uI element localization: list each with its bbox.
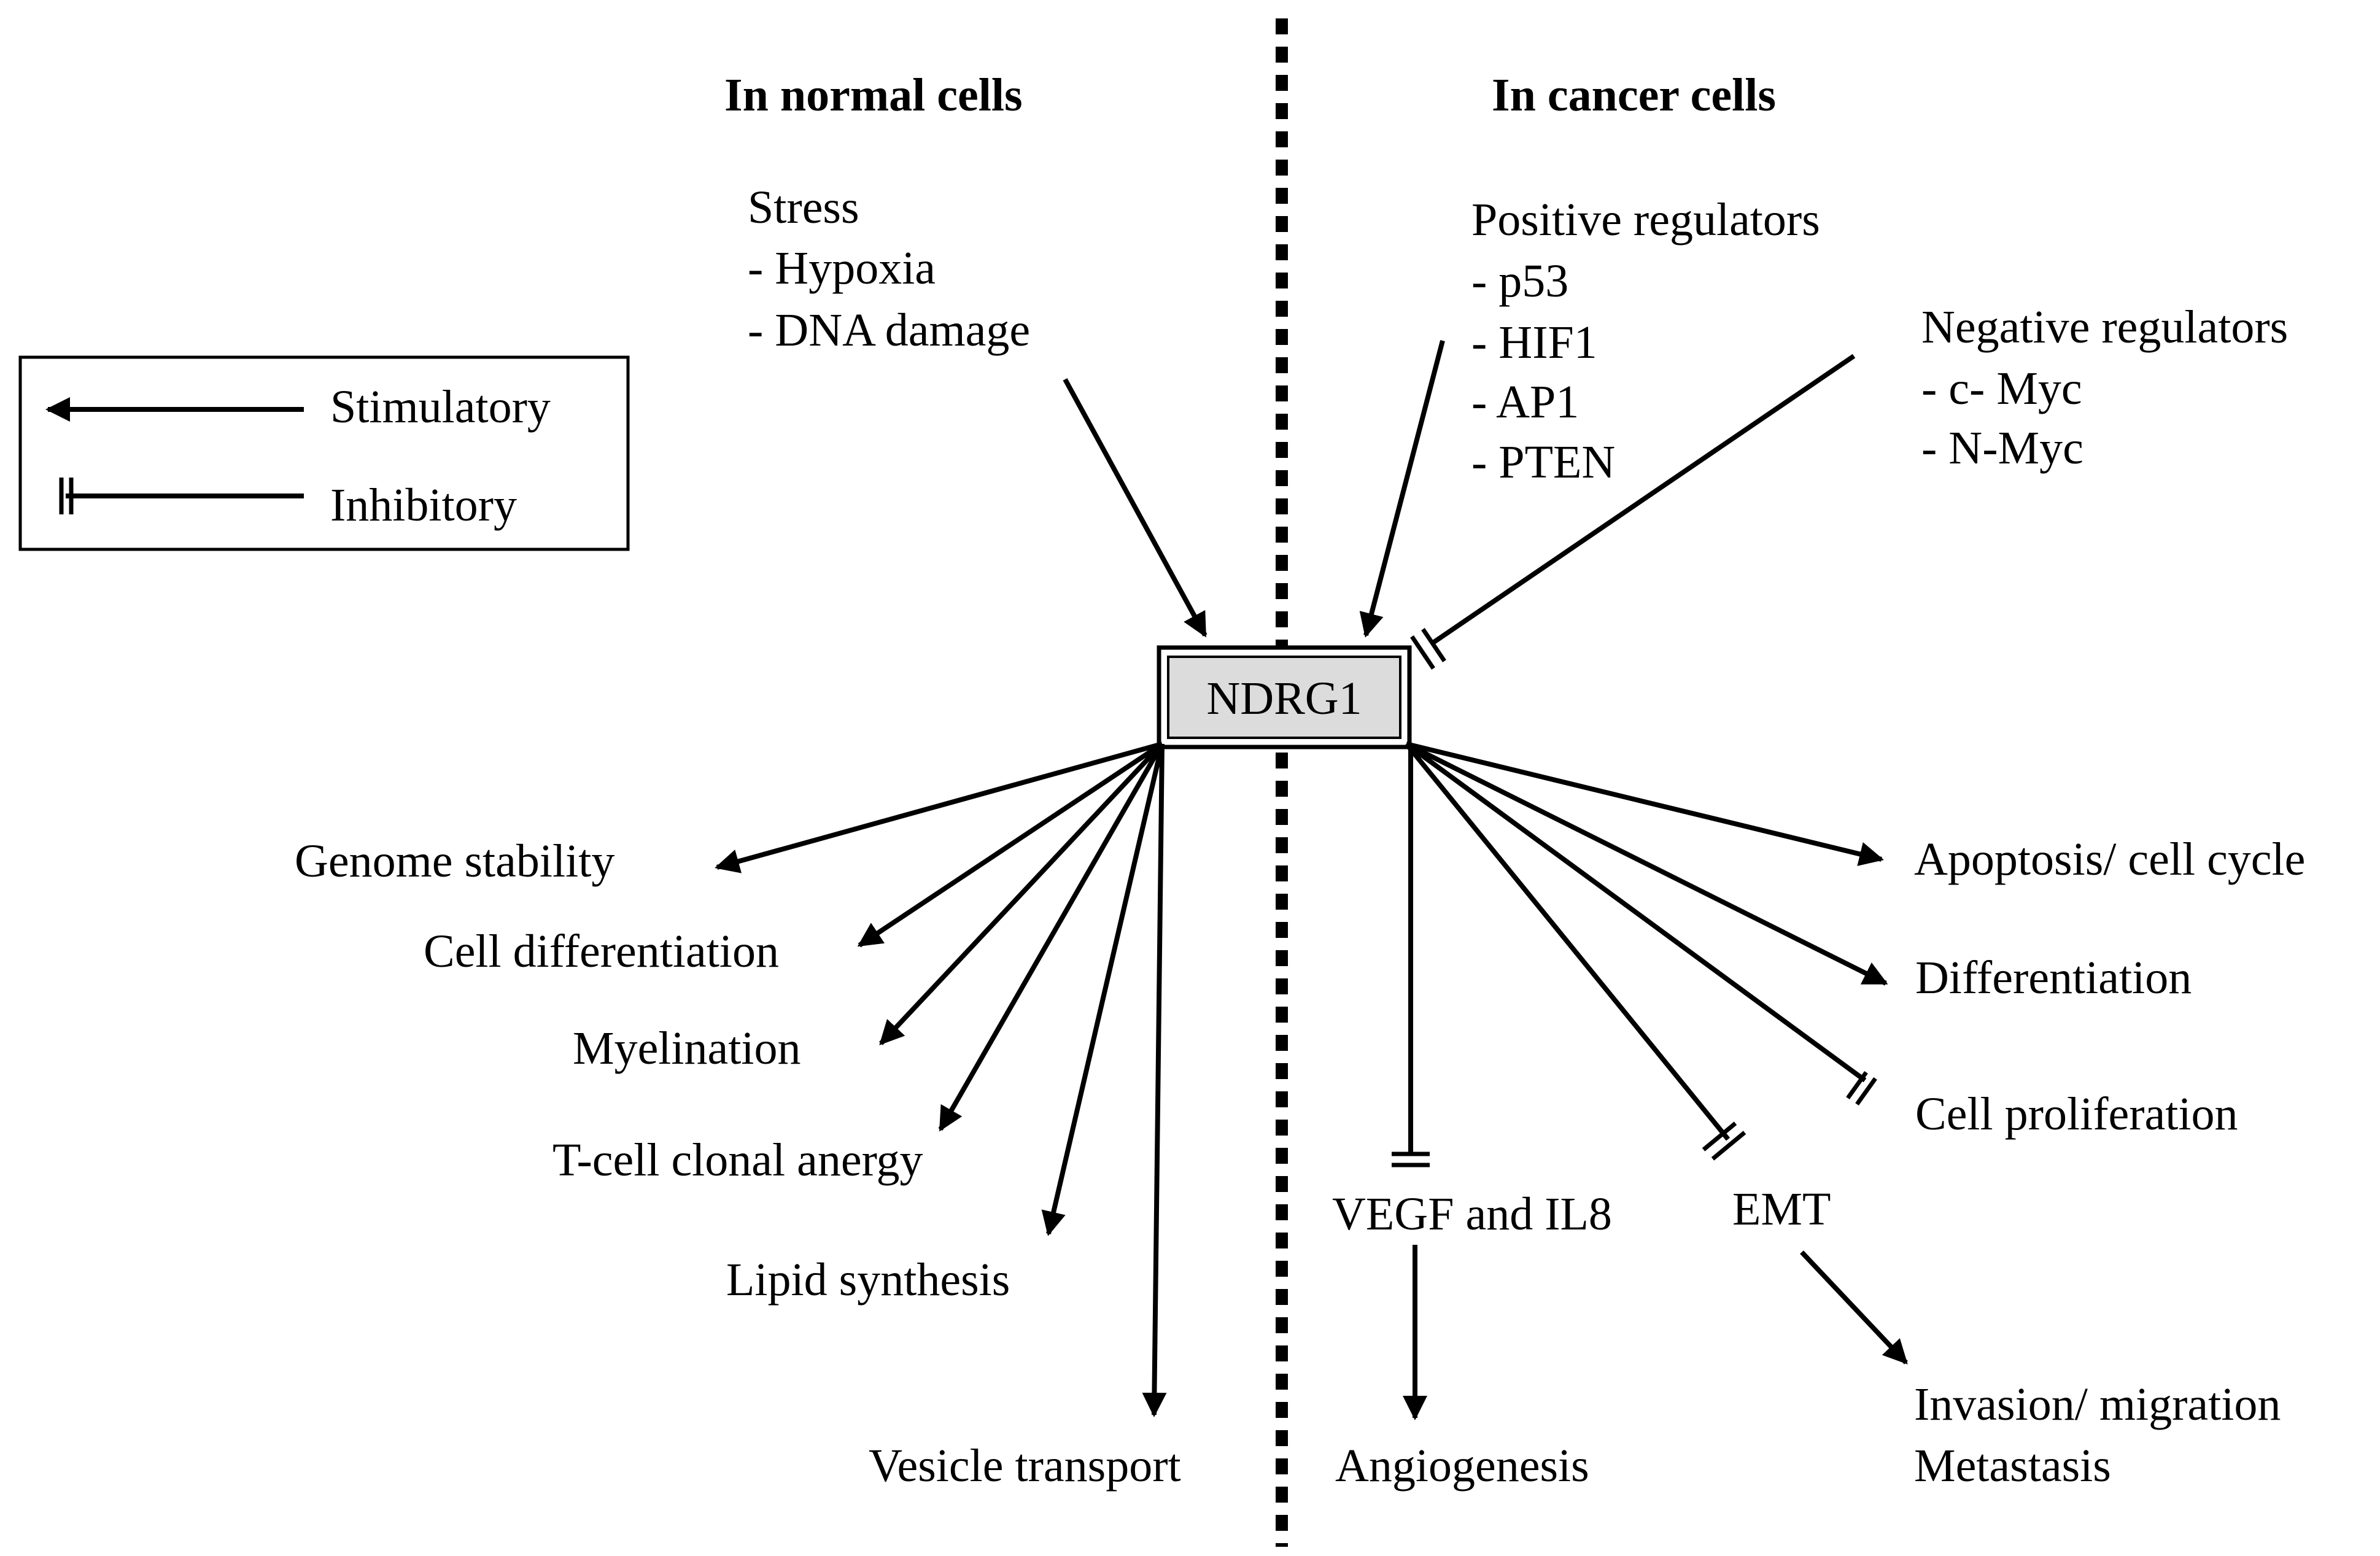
- effect-vesicle-transport: Vesicle transport: [869, 1440, 1181, 1492]
- positive-regulator-item: - PTEN: [1471, 436, 1615, 488]
- effect-differentiation: Differentiation: [1915, 952, 2192, 1004]
- edge-t-cell-clonal-anergy: [938, 743, 1165, 1132]
- positive-regulator-item: - HIF1: [1471, 317, 1597, 368]
- edge-vegf-il8-inhibition: [1392, 747, 1430, 1167]
- negative-regulators-inhibition: [1410, 354, 1856, 670]
- edge-emt-to-invasion: [1800, 1250, 1908, 1364]
- negative-regulator-item: - N-Myc: [1921, 422, 2083, 474]
- negative-regulators-title: Negative regulators: [1921, 301, 2288, 353]
- edge-lipid-synthesis: [1041, 743, 1165, 1236]
- stress-item: - Hypoxia: [748, 242, 936, 294]
- header-cancer-cells: In cancer cells: [1492, 69, 1776, 121]
- legend: Stimulatory Inhibitory: [18, 355, 630, 551]
- edge-emt-inhibition: [1404, 742, 1746, 1161]
- header-normal-cells: In normal cells: [724, 69, 1023, 121]
- edge-genome-stability: [715, 741, 1163, 873]
- effect-myelination: Myelination: [573, 1023, 801, 1074]
- effect-emt: EMT: [1732, 1183, 1831, 1235]
- edge-apoptosis-cell-cycle: [1406, 741, 1884, 866]
- edge-vesicle-transport: [1142, 743, 1167, 1417]
- ndrg1-label: NDRG1: [1206, 673, 1362, 724]
- stress-title: Stress: [748, 182, 859, 233]
- stress-block: Stress - Hypoxia - DNA damage: [748, 182, 1030, 356]
- positive-regulators-block: Positive regulators - p53 - HIF1 - AP1 -…: [1471, 194, 1820, 488]
- effect-apoptosis-cell-cycle: Apoptosis/ cell cycle: [1914, 834, 2305, 885]
- effect-metastasis: Metastasis: [1914, 1440, 2111, 1492]
- edge-cell-proliferation-inhibition: [1405, 741, 1877, 1106]
- effect-vegf-il8: VEGF and IL8: [1332, 1188, 1612, 1240]
- positive-regulators-to-ndrg1-arrow: [1359, 339, 1445, 638]
- edge-differentiation: [1405, 741, 1888, 986]
- effect-cell-differentiation: Cell differentiation: [424, 926, 779, 977]
- ndrg1-node: NDRG1: [1157, 645, 1412, 749]
- stress-to-ndrg1-arrow: [1063, 378, 1207, 638]
- stress-item: - DNA damage: [748, 304, 1030, 356]
- negative-regulators-block: Negative regulators - c- Myc - N-Myc: [1921, 301, 2288, 474]
- effect-genome-stability: Genome stability: [295, 835, 614, 887]
- inhibitory-bar-icon: [59, 478, 304, 514]
- effect-angiogenesis: Angiogenesis: [1335, 1440, 1589, 1492]
- legend-stimulatory-label: Stimulatory: [330, 381, 551, 433]
- edge-cell-differentiation: [857, 741, 1164, 948]
- legend-inhibitory-label: Inhibitory: [330, 479, 517, 531]
- effect-cell-proliferation: Cell proliferation: [1915, 1088, 2238, 1140]
- effect-t-cell-clonal-anergy: T-cell clonal anergy: [552, 1134, 923, 1186]
- positive-regulator-item: - AP1: [1471, 376, 1579, 428]
- edge-myelination: [879, 742, 1164, 1045]
- effect-lipid-synthesis: Lipid synthesis: [726, 1254, 1010, 1306]
- positive-regulator-item: - p53: [1471, 255, 1568, 307]
- negative-regulator-item: - c- Myc: [1921, 363, 2082, 414]
- effect-invasion-migration: Invasion/ migration: [1914, 1379, 2281, 1430]
- positive-regulators-title: Positive regulators: [1471, 194, 1820, 246]
